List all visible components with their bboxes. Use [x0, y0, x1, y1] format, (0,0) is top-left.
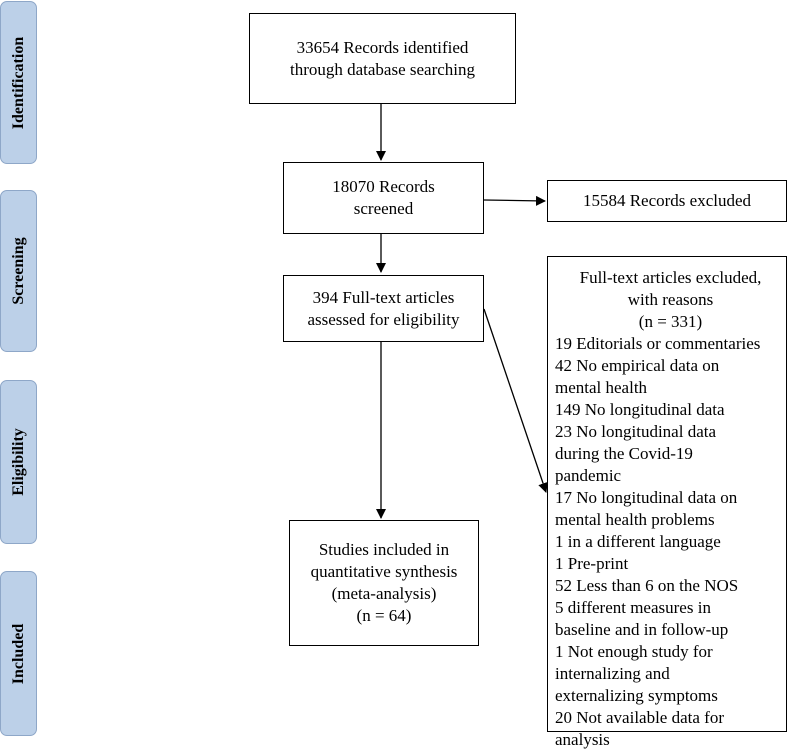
phase-eligibility: Eligibility [0, 380, 37, 544]
records-excluded-text: 15584 Records excluded [582, 191, 752, 210]
fulltext-box: 394 Full-text articles assessed for elig… [283, 275, 484, 342]
reason-line: internalizing and [555, 664, 670, 683]
screened-box: 18070 Records screened [283, 162, 484, 234]
reason-line: baseline and in follow-up [555, 620, 729, 639]
screened-text-2: screened [353, 199, 414, 218]
reason-line: mental health [555, 378, 648, 397]
reason-line: 52 Less than 6 on the NOS [555, 576, 739, 595]
reason-line: 5 different measures in [555, 598, 711, 617]
reason-line: 1 Not enough study for [555, 642, 713, 661]
identified-text-1: 33654 Records identified [296, 37, 469, 57]
arrow-fulltext-to-excluded [483, 308, 548, 493]
reason-line: 17 No longitudinal data on [555, 488, 738, 507]
included-studies-box: Studies included in quantitative synthes… [289, 520, 479, 646]
reason-line: 19 Editorials or commentaries [555, 334, 761, 353]
excluded-heading-3: (n = 331) [638, 312, 703, 331]
arrow-screened-to-excluded [483, 195, 546, 206]
reason-line: externalizing symptoms [555, 686, 718, 705]
screened-text-1: 18070 Records [332, 177, 435, 196]
included-text-1: Studies included in [318, 540, 450, 559]
fulltext-excluded-box: Full-text articles excluded, with reason… [547, 256, 787, 749]
included-text-2: quantitative synthesis [310, 562, 458, 581]
reason-line: 1 in a different language [555, 532, 721, 551]
phase-identification: Identification [0, 1, 37, 164]
identified-box: 33654 Records identified through databas… [249, 13, 516, 104]
reason-line: during the Covid-19 [555, 444, 693, 463]
excluded-heading-2: with reasons [627, 290, 714, 309]
reason-line: 149 No longitudinal data [555, 400, 725, 419]
reason-line: 42 No empirical data on [555, 356, 720, 375]
reason-line: 20 Not available data for [555, 708, 724, 727]
reason-line: analysis [555, 730, 610, 749]
phase-included: Included [0, 571, 37, 736]
included-text-4: (n = 64) [356, 606, 412, 625]
reason-line: mental health problems [555, 510, 715, 529]
included-text-3: (meta-analysis) [331, 584, 437, 603]
phase-screening: Screening [0, 190, 37, 352]
fulltext-text-1: 394 Full-text articles [312, 287, 455, 307]
reason-line: 1 Pre-print [555, 554, 629, 573]
identified-text-2: through database searching [289, 59, 476, 79]
reason-line: 23 No longitudinal data [555, 422, 717, 441]
fulltext-text-2: assessed for eligibility [307, 309, 460, 329]
reason-line: pandemic [555, 466, 622, 485]
records-excluded-box: 15584 Records excluded [547, 180, 787, 222]
excluded-heading-1: Full-text articles excluded, [579, 268, 762, 287]
